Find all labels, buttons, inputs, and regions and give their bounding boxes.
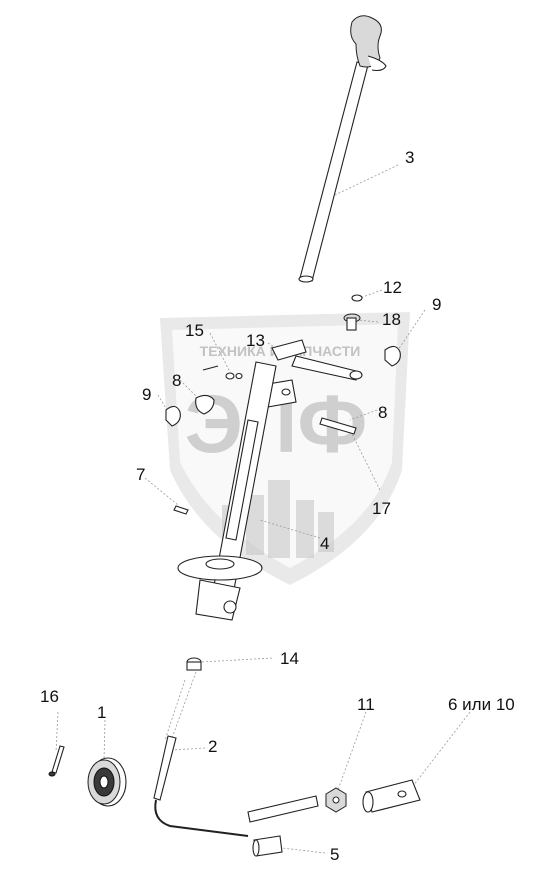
part-14-sleeve <box>186 657 202 671</box>
part-16-bolt <box>48 745 65 777</box>
part-13-bracket <box>271 339 363 381</box>
part-9-clip-right <box>384 345 401 367</box>
part-8-pin-right <box>319 417 357 435</box>
part-8-lever-left <box>195 394 215 415</box>
part-15-pins <box>202 365 243 380</box>
callout-18: 18 <box>382 310 401 329</box>
callout-16: 16 <box>40 687 59 706</box>
callout-7: 7 <box>136 465 145 484</box>
callout-1: 1 <box>97 703 106 722</box>
part-6-10-clevis <box>362 779 421 813</box>
leader-lines <box>55 164 471 854</box>
callout-8-right: 8 <box>378 403 387 422</box>
callout-8-left: 8 <box>172 371 181 390</box>
part-9-clip-left <box>165 405 181 427</box>
part-5-cylinder <box>247 795 319 857</box>
part-11-nut <box>325 787 347 813</box>
callout-labels: 3 12 9 18 15 13 8 9 8 7 17 4 14 16 1 2 1… <box>40 148 515 864</box>
callout-6-10: 6 или 10 <box>448 695 515 714</box>
part-3-lever-rod <box>298 15 387 283</box>
callout-9-right: 9 <box>432 295 441 314</box>
callout-5: 5 <box>330 845 339 864</box>
part-4-mount-tube <box>177 361 277 621</box>
callout-15: 15 <box>185 321 204 340</box>
part-7-pin <box>173 505 189 515</box>
callout-9-left: 9 <box>142 385 151 404</box>
part-12-washer <box>351 294 363 302</box>
callout-14: 14 <box>280 649 299 668</box>
callout-17: 17 <box>372 499 391 518</box>
callout-12: 12 <box>383 278 402 297</box>
part-18-bolt <box>343 313 361 331</box>
callout-2: 2 <box>208 737 217 756</box>
part-2-cable-rod <box>153 671 249 837</box>
part-1-pulley <box>87 757 127 807</box>
callout-4: 4 <box>320 534 329 553</box>
callout-11: 11 <box>357 695 375 714</box>
callout-3: 3 <box>405 148 414 167</box>
callout-13: 13 <box>246 331 265 350</box>
watermark-shield: ТЕХНИКА И ЗАПЧАСТИ ЭЛФ <box>160 312 410 585</box>
